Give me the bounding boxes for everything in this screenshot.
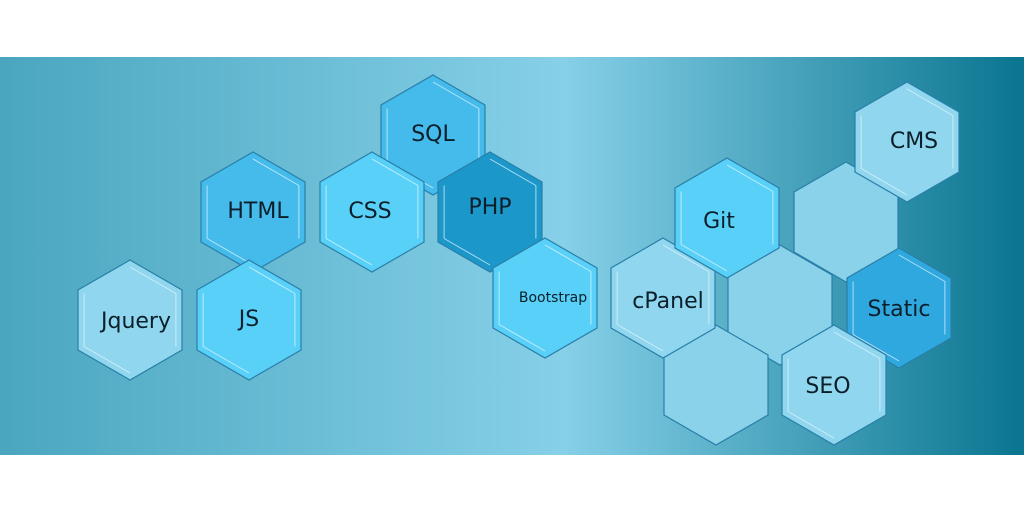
- hexagon-jquery: Jquery: [77, 259, 183, 381]
- hexagon-inner-edge: [616, 324, 664, 352]
- hexagon-label-cms: CMS: [890, 129, 938, 154]
- hexagon-js: JS: [196, 259, 302, 381]
- hexagon-label-php: PHP: [468, 195, 511, 220]
- hexagon-static: Static: [846, 247, 952, 369]
- hexagon-label-cpanel: cPanel: [632, 289, 703, 314]
- hexagon-shape: [319, 151, 425, 273]
- hexagon-label-bootstrap: Bootstrap: [519, 290, 587, 306]
- hexagon-inner-edge: [248, 266, 296, 294]
- hexagon-shape: [674, 157, 780, 279]
- hexagon-label-html: HTML: [227, 199, 289, 224]
- hexagon-label-sql: SQL: [411, 122, 455, 147]
- hexagon-css: CSS: [319, 151, 425, 273]
- hexagon-inner-edge: [206, 238, 254, 266]
- hexagon-cms: CMS: [854, 81, 960, 203]
- hexagon-shape: [492, 237, 598, 359]
- hexagon-label-static: Static: [868, 297, 931, 322]
- hexagon-inner-edge: [898, 254, 946, 282]
- hexagon-inner-edge: [83, 346, 131, 374]
- hexagon-inner-edge: [202, 346, 250, 374]
- hexagon-inner-edge: [489, 158, 537, 186]
- hexagon-inner-edge: [432, 81, 480, 109]
- hexagon-inner-edge: [371, 158, 419, 186]
- hexagon-shape: [781, 324, 887, 446]
- hexagon-bootstrap: Bootstrap: [492, 237, 598, 359]
- hexagon-inner-edge: [787, 411, 835, 439]
- hexagon-seo: SEO: [781, 324, 887, 446]
- hexagon-inner-edge: [443, 238, 491, 266]
- hexagon-shape: [196, 259, 302, 381]
- hexagon-inner-edge: [906, 88, 954, 116]
- hexagon-inner-edge: [662, 244, 710, 272]
- hexagon-inner-edge: [680, 244, 728, 272]
- hexagon-inner-edge: [252, 158, 300, 186]
- hexagon-inner-edge: [726, 164, 774, 192]
- hexagon-shape: [854, 81, 960, 203]
- hexagon-inner-edge: [325, 238, 373, 266]
- hexagon-label-css: CSS: [348, 199, 391, 224]
- hexagon-inner-edge: [544, 244, 592, 272]
- hexagon-shape: [437, 151, 543, 273]
- hexagon-shape: [380, 74, 486, 196]
- hexagon-inner-edge: [833, 331, 881, 359]
- hexagon-shape: [846, 247, 952, 369]
- hexagon-shape: [77, 259, 183, 381]
- hexagon-label-git: Git: [703, 209, 735, 234]
- hexagon-label-jquery: Jquery: [99, 309, 171, 334]
- hexagon-inner-edge: [498, 324, 546, 352]
- hexagon-label-seo: SEO: [805, 374, 850, 399]
- hexagon-git: Git: [674, 157, 780, 279]
- hexagon-php: PHP: [437, 151, 543, 273]
- hexagon-sql: SQL: [380, 74, 486, 196]
- hexagon-inner-edge: [129, 266, 177, 294]
- hexagon-label-js: JS: [237, 307, 259, 332]
- hexagon-cpanel: cPanel: [610, 237, 716, 359]
- hexagon-inner-edge: [852, 334, 900, 362]
- hexagon-inner-edge: [860, 168, 908, 196]
